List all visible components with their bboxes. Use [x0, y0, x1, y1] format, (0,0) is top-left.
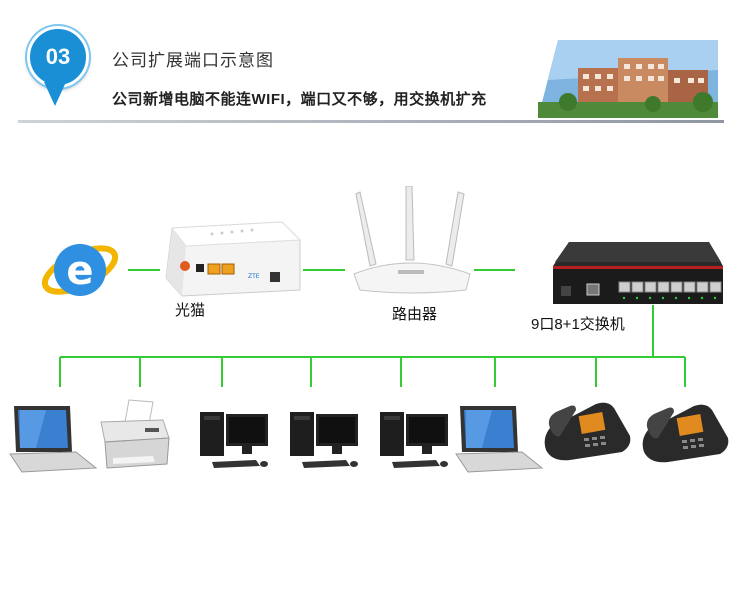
- router-label: 路由器: [392, 306, 438, 323]
- header-banner: 03 公司扩展端口示意图 公司新增电脑不能连WIFI，端口又不够，用交换机扩充: [0, 0, 750, 130]
- diagram-subtitle: 公司新增电脑不能连WIFI，端口又不够，用交换机扩充: [112, 91, 487, 108]
- step-badge: 03: [27, 26, 89, 88]
- desktop-computer-icon: [200, 412, 268, 468]
- laptop-icon: [455, 406, 544, 473]
- ip-phone-icon: [544, 402, 631, 461]
- wireless-router-device: [353, 186, 471, 294]
- modem-label: 光猫: [175, 302, 206, 319]
- desktop-computer-icon: [290, 412, 358, 468]
- ip-phone-icon: [642, 404, 729, 463]
- desktop-computer-icon: [380, 412, 448, 468]
- diagram-title: 公司扩展端口示意图: [112, 51, 274, 70]
- location-pin-icon: [44, 82, 66, 106]
- laptop-icon: [9, 406, 98, 473]
- internet-explorer-icon: e: [41, 244, 119, 296]
- ethernet-switch-device: [553, 242, 723, 304]
- switch-label: 9口8+1交换机: [531, 316, 625, 333]
- optical-modem-device: ZTE: [165, 221, 302, 297]
- header-divider: [18, 120, 724, 123]
- printer-icon: [100, 399, 170, 469]
- campus-building-image: [538, 40, 718, 118]
- svg-text:ZTE: ZTE: [248, 273, 260, 280]
- svg-text:e: e: [66, 248, 93, 294]
